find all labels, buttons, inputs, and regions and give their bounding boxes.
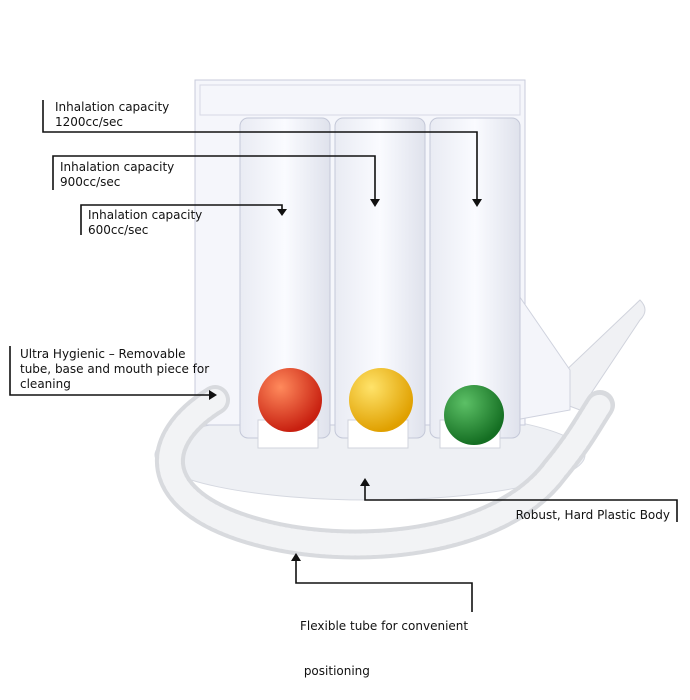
callout-line-1200 [42,100,478,200]
callout-tube: Flexible tube for convenient positioning [300,589,468,694]
arrow-down-icon [472,199,482,207]
side-wing [514,288,571,421]
ball-red [258,368,322,432]
callout-tube-line2: positioning [300,664,370,678]
callout-line-900 [52,155,376,200]
arrow-down-icon [370,199,380,207]
ball-yellow [349,368,413,432]
callout-body-line1: Robust, Hard Plastic Body [515,508,670,522]
arrow-up-icon [291,553,301,561]
callout-hygienic-line2: tube, base and mouth piece for [20,362,210,376]
callout-900: Inhalation capacity 900cc/sec [60,160,174,190]
arrow-right-icon [209,390,217,400]
arrow-up-icon [360,478,370,486]
callout-600-line1: Inhalation capacity [88,208,203,222]
callout-line-600 [80,204,283,235]
back-panel-rim [199,84,521,116]
callout-900-line1: Inhalation capacity [60,160,175,174]
callout-600-line2: 600cc/sec [88,223,149,237]
callout-hygienic-line3: cleaning [20,377,71,391]
callout-1200: Inhalation capacity 1200cc/sec [55,100,169,130]
callout-600: Inhalation capacity 600cc/sec [88,208,202,238]
callout-900-line2: 900cc/sec [60,175,121,189]
ball-green [444,385,504,445]
callout-1200-line1: Inhalation capacity [55,100,170,114]
arrowheads [209,199,482,561]
callout-body: Robust, Hard Plastic Body [516,508,670,523]
callout-tube-line1: Flexible tube for convenient [300,619,469,633]
callout-line-hygienic [9,346,210,396]
callout-line-body [364,485,678,522]
callout-line-tube [295,560,473,612]
callout-lines [9,100,678,612]
callout-hygienic: Ultra Hygienic – Removable tube, base an… [20,347,209,392]
callout-1200-line2: 1200cc/sec [55,115,124,129]
arrow-down-icon [277,209,287,216]
hose-ribbing [158,389,611,556]
callout-hygienic-line1: Ultra Hygienic – Removable [20,347,186,361]
